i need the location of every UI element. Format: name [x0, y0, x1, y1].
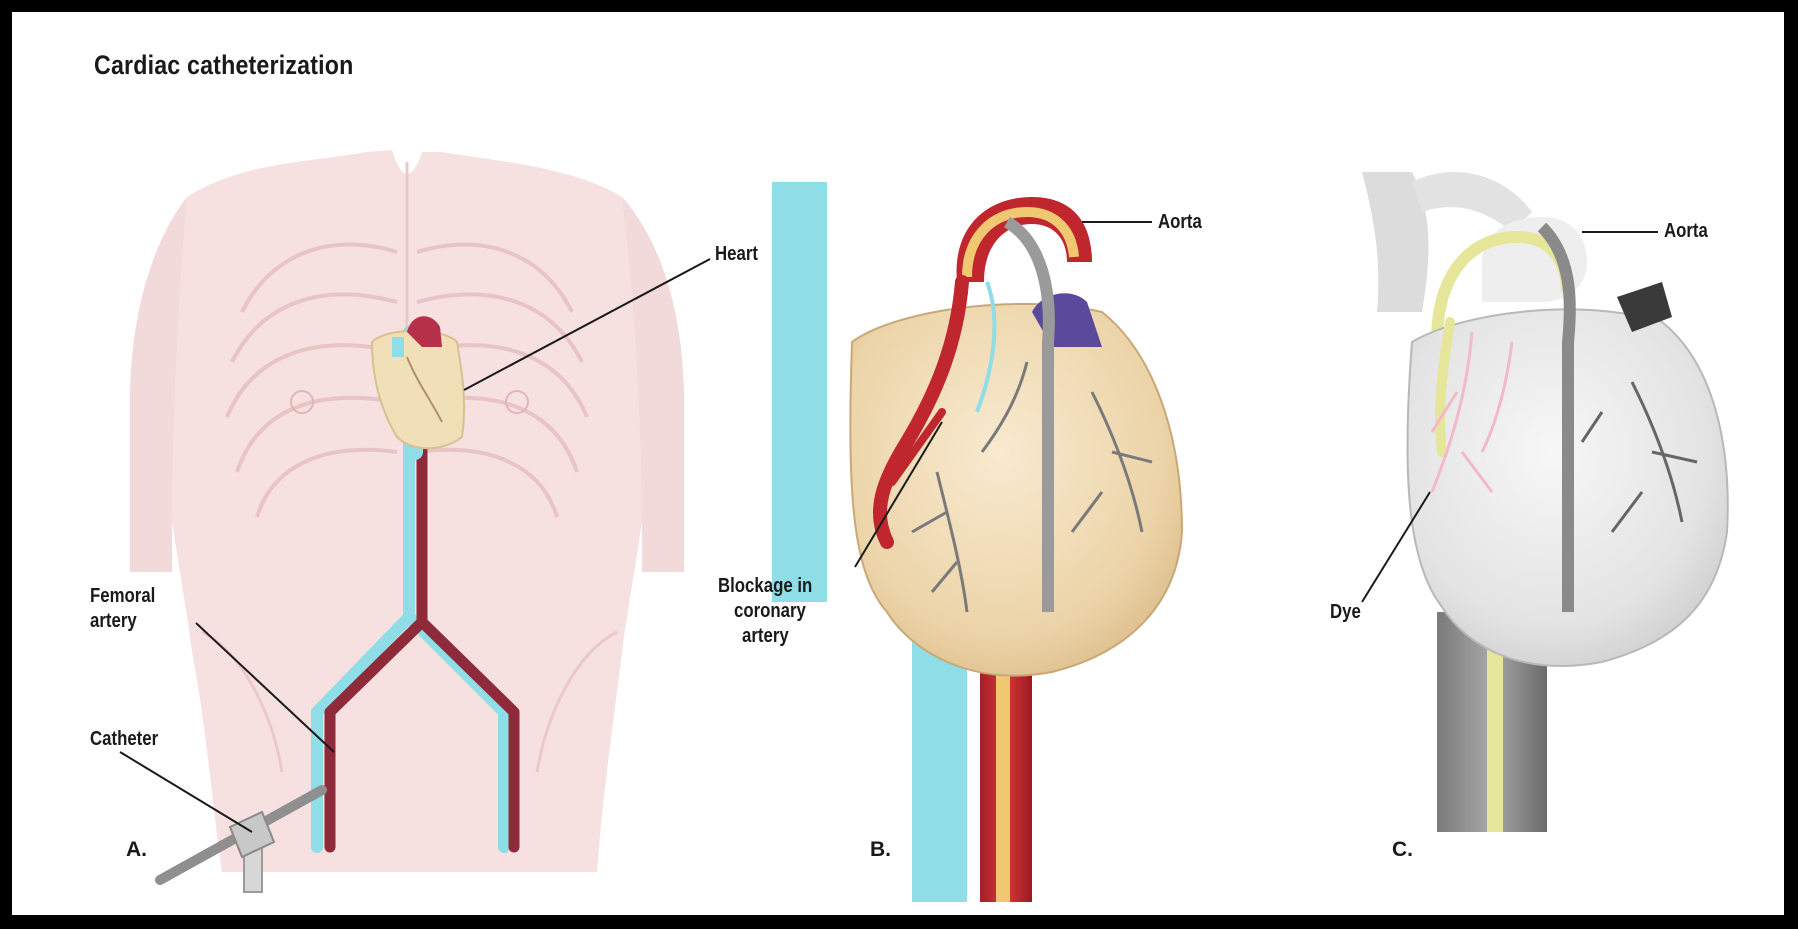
label-femoral-artery-line2: artery — [90, 609, 137, 634]
label-blockage-line2: coronary — [734, 599, 806, 624]
label-blockage-line1: Blockage in — [718, 574, 812, 599]
label-dye: Dye — [1330, 600, 1361, 625]
panel-b-heart — [772, 182, 1182, 902]
panel-label-c: C. — [1392, 838, 1413, 862]
panel-c-heart — [1362, 172, 1728, 832]
label-catheter: Catheter — [90, 727, 158, 752]
panel-label-a: A. — [126, 838, 147, 862]
panel-a-torso — [130, 150, 684, 892]
label-aorta-c: Aorta — [1664, 219, 1708, 244]
label-blockage-line3: artery — [742, 624, 789, 649]
figure-title: Cardiac catheterization — [94, 50, 353, 81]
panel-label-b: B. — [870, 838, 891, 862]
label-aorta-b: Aorta — [1158, 210, 1202, 235]
label-femoral-artery-line1: Femoral — [90, 584, 155, 609]
label-heart: Heart — [715, 242, 758, 267]
illustration — [12, 12, 1784, 915]
figure-frame: Cardiac catheterization Heart Femoral ar… — [12, 12, 1784, 915]
